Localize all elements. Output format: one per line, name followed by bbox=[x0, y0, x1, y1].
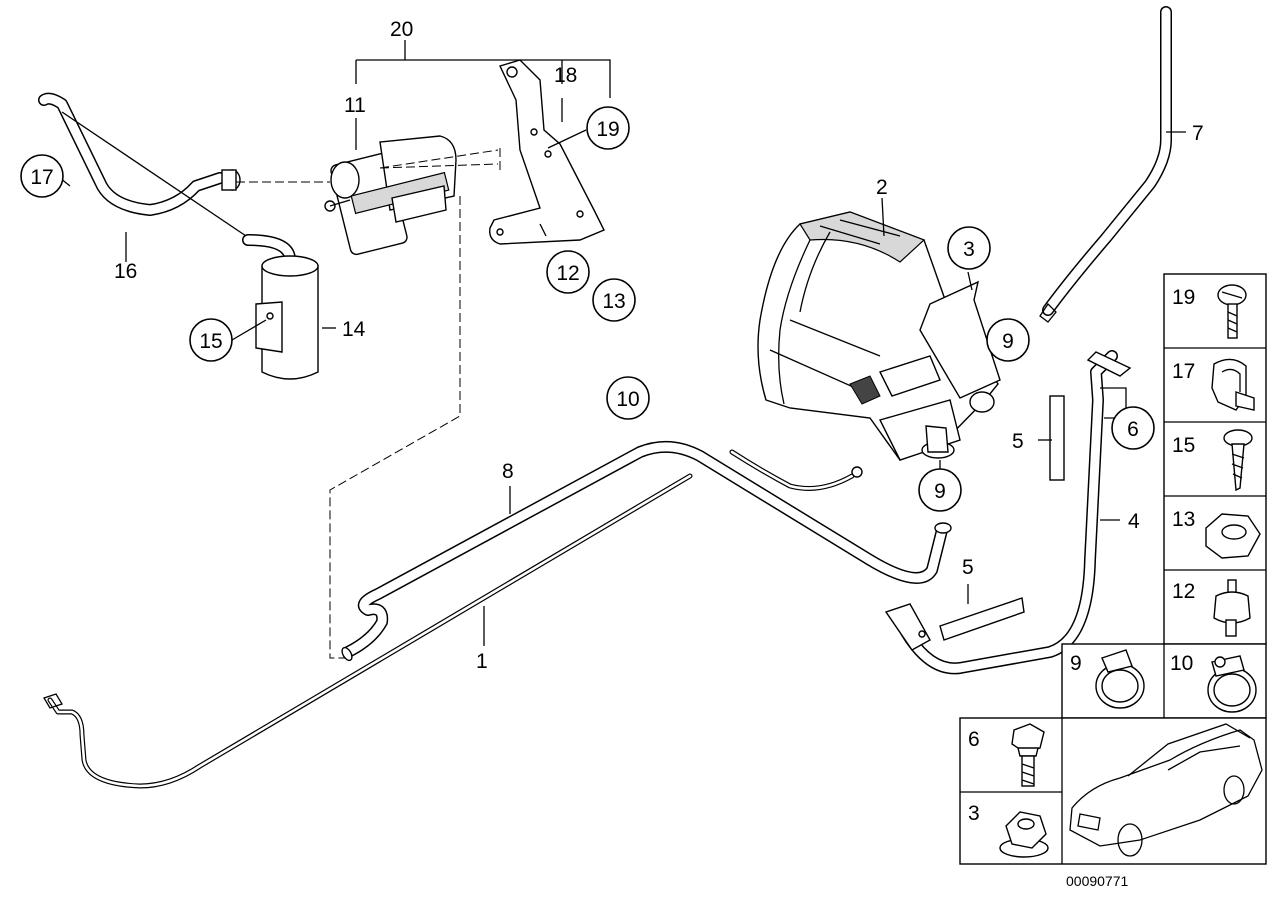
table-label-3: 3 bbox=[968, 802, 980, 825]
label-16: 16 bbox=[114, 260, 137, 283]
activated-charcoal-canister-2 bbox=[757, 211, 1001, 461]
plain-labels: 1 2 4 5 5 7 8 11 14 16 18 20 bbox=[114, 18, 1204, 673]
bracket-4 bbox=[884, 350, 1132, 675]
reference-number: 00090771 bbox=[1066, 873, 1129, 889]
label-5-upper: 5 bbox=[1012, 430, 1024, 453]
table-label-9: 9 bbox=[1070, 652, 1082, 675]
svg-text:13: 13 bbox=[602, 290, 625, 313]
svg-text:10: 10 bbox=[616, 388, 639, 411]
canister-connector-pipe bbox=[729, 449, 863, 491]
circled-callout-3: 3 bbox=[947, 226, 991, 270]
label-20: 20 bbox=[390, 18, 413, 41]
car-location-sketch bbox=[1069, 723, 1263, 857]
label-8: 8 bbox=[502, 460, 514, 483]
table-cell-19: 19 bbox=[1172, 284, 1247, 339]
circled-callout-17: 17 bbox=[20, 154, 64, 198]
table-cell-3: 3 bbox=[968, 802, 1049, 858]
circled-callout-10: 10 bbox=[606, 376, 650, 420]
label-18: 18 bbox=[554, 64, 577, 87]
svg-text:12: 12 bbox=[556, 262, 579, 285]
circled-callout-6: 6 bbox=[1111, 406, 1155, 450]
table-label-13: 13 bbox=[1172, 508, 1195, 531]
circled-callout-9-lower: 9 bbox=[918, 468, 962, 512]
circled-callout-19: 19 bbox=[586, 106, 630, 150]
svg-text:17: 17 bbox=[30, 166, 53, 189]
label-1: 1 bbox=[476, 650, 488, 673]
table-cell-6: 6 bbox=[968, 723, 1045, 787]
hose-16 bbox=[38, 92, 253, 241]
vent-pipe-7 bbox=[1039, 6, 1172, 323]
pad-5-upper bbox=[1049, 395, 1065, 481]
parts-table: 19 17 15 13 12 bbox=[959, 273, 1267, 865]
label-14: 14 bbox=[342, 318, 366, 341]
group-20-bracket bbox=[355, 40, 611, 98]
label-2: 2 bbox=[876, 176, 888, 199]
table-label-10: 10 bbox=[1170, 652, 1193, 675]
table-cell-10: 10 bbox=[1170, 652, 1257, 713]
table-label-15: 15 bbox=[1172, 434, 1195, 457]
circled-callout-15: 15 bbox=[189, 318, 233, 362]
label-7: 7 bbox=[1192, 122, 1204, 145]
svg-text:6: 6 bbox=[1127, 418, 1139, 441]
table-label-12: 12 bbox=[1172, 580, 1195, 603]
circled-callout-12: 12 bbox=[546, 250, 590, 294]
circled-callout-9-upper: 9 bbox=[986, 318, 1030, 362]
label-5-lower: 5 bbox=[962, 556, 974, 579]
table-cell-13: 13 bbox=[1172, 508, 1261, 559]
bracket-18 bbox=[489, 59, 605, 245]
table-cell-12: 12 bbox=[1172, 579, 1251, 637]
label-4: 4 bbox=[1128, 510, 1140, 533]
pad-5-lower bbox=[939, 597, 1025, 641]
svg-text:19: 19 bbox=[596, 118, 619, 141]
svg-text:9: 9 bbox=[934, 480, 946, 503]
dashed-assembly-lines bbox=[236, 148, 501, 659]
table-cell-9: 9 bbox=[1070, 649, 1145, 709]
table-label-17: 17 bbox=[1172, 360, 1195, 383]
table-label-6: 6 bbox=[968, 728, 980, 751]
table-cell-15: 15 bbox=[1172, 429, 1253, 492]
fuel-vent-pipe-1 bbox=[43, 473, 693, 789]
circled-callout-13: 13 bbox=[592, 278, 636, 322]
leader-lines bbox=[59, 98, 1186, 646]
table-label-19: 19 bbox=[1172, 286, 1195, 309]
table-cell-17: 17 bbox=[1172, 358, 1255, 411]
svg-text:15: 15 bbox=[199, 330, 222, 353]
air-filter-14 bbox=[242, 234, 319, 380]
vent-hose-8 bbox=[341, 440, 952, 662]
svg-text:9: 9 bbox=[1002, 330, 1014, 353]
svg-text:3: 3 bbox=[963, 238, 975, 261]
label-11: 11 bbox=[344, 94, 366, 117]
leak-diagnosis-pump-11 bbox=[324, 135, 457, 256]
